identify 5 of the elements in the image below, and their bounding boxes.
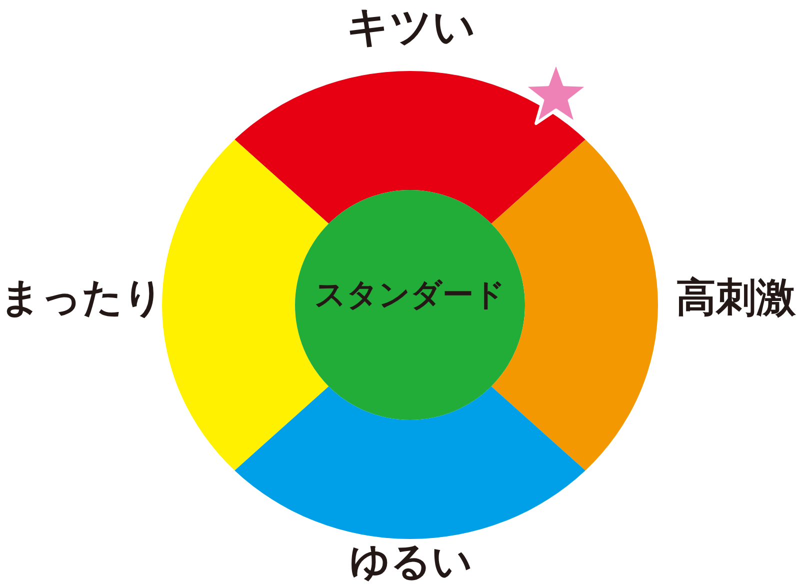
category-label: キツい — [346, 6, 476, 48]
category-label: 高刺激 — [676, 278, 796, 318]
category-label: スタンダード — [314, 280, 506, 311]
category-label: まったり — [0, 278, 164, 318]
category-label: ゆるい — [350, 542, 472, 582]
